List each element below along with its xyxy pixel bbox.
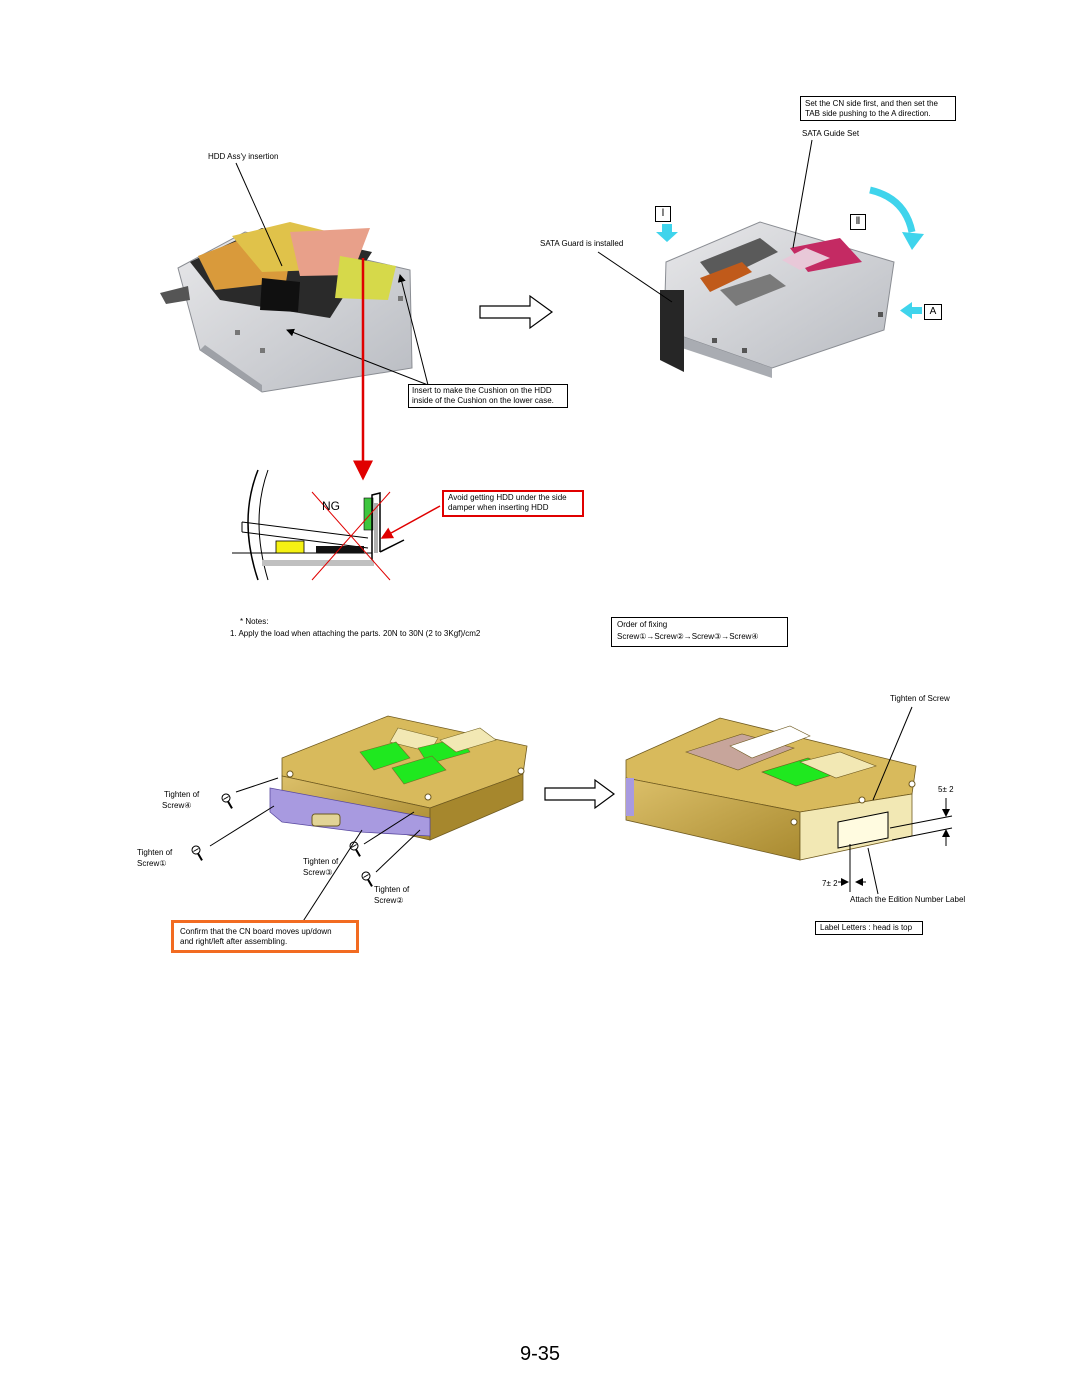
dimension-7: 7± 2 (822, 879, 838, 888)
ng-label: NG (322, 499, 340, 513)
cn-board-note: Confirm that the CN board moves up/down … (171, 920, 359, 953)
cn-board-line-1: Confirm that the CN board moves up/down (180, 927, 332, 936)
cushion-note-line-2: inside of the Cushion on the lower case. (412, 396, 554, 405)
tighten-of-screw-label: Tighten of Screw (890, 694, 950, 703)
avoid-hdd-note: Avoid getting HDD under the side damper … (442, 490, 584, 517)
cyan-arrow-curve-head (902, 232, 924, 250)
cn-side-first-line-2: TAB side pushing to the A direction. (805, 109, 931, 118)
order-of-fixing-box: Order of fixing Screw①→Screw②→Screw③→Scr… (611, 617, 788, 647)
screw1-line-1: Tighten of (137, 848, 173, 857)
screw4-label: Tighten of Screw④ (162, 789, 199, 811)
notes-item-1: 1. Apply the load when attaching the par… (230, 629, 481, 638)
hdd-assy-photo (160, 222, 413, 393)
attach-label-note: Attach the Edition Number Label (850, 895, 966, 904)
screw-icons (191, 793, 373, 887)
screw4-line-1: Tighten of (164, 790, 200, 799)
screw1-label: Tighten of Screw① (137, 847, 172, 869)
screw2-label: Tighten of Screw② (374, 884, 409, 906)
cn-side-first-line-1: Set the CN side first, and then set the (805, 99, 938, 108)
sata-guide-photo (660, 221, 895, 378)
case-assembly-left (269, 715, 528, 841)
notes-heading: * Notes: (240, 617, 269, 626)
cn-board-line-2: and right/left after assembling. (180, 937, 288, 946)
page-number: 9-35 (519, 1343, 561, 1365)
flow-arrow-2 (544, 778, 616, 810)
cn-side-first-note: Set the CN side first, and then set the … (800, 96, 956, 121)
screw3-line-2: Screw③ (303, 868, 333, 877)
order-title: Order of fixing (617, 620, 668, 629)
sata-guard-label: SATA Guard is installed (540, 239, 624, 248)
sata-guide-set-label: SATA Guide Set (802, 129, 860, 138)
screw3-line-1: Tighten of (303, 857, 339, 866)
cyan-arrow-down (656, 224, 678, 242)
case-assembly-right (625, 717, 917, 861)
cushion-note: Insert to make the Cushion on the HDD in… (408, 384, 568, 408)
label-letters-box: Label Letters : head is top (815, 921, 923, 935)
avoid-hdd-line-2: damper when inserting HDD (448, 503, 549, 512)
step-2-marker: Ⅱ (850, 214, 866, 230)
dimension-5: 5± 2 (938, 785, 954, 794)
direction-a-marker: A (924, 304, 942, 320)
hdd-insertion-label: HDD Ass'y insertion (208, 152, 279, 161)
screw3-label: Tighten of Screw③ (303, 856, 338, 878)
cushion-note-line-1: Insert to make the Cushion on the HDD (412, 386, 552, 395)
ng-cross-section (232, 469, 441, 581)
cyan-arrow-curve (869, 186, 916, 233)
cyan-arrow-left (900, 302, 922, 319)
screw4-line-2: Screw④ (162, 801, 192, 810)
step-1-marker: Ⅰ (655, 206, 671, 222)
avoid-hdd-line-1: Avoid getting HDD under the side (448, 493, 567, 502)
screw2-line-1: Tighten of (374, 885, 410, 894)
flow-arrow-1 (479, 294, 554, 330)
order-sequence: Screw①→Screw②→Screw③→Screw④ (617, 632, 759, 641)
screw1-line-2: Screw① (137, 859, 167, 868)
screw2-line-2: Screw② (374, 896, 404, 905)
